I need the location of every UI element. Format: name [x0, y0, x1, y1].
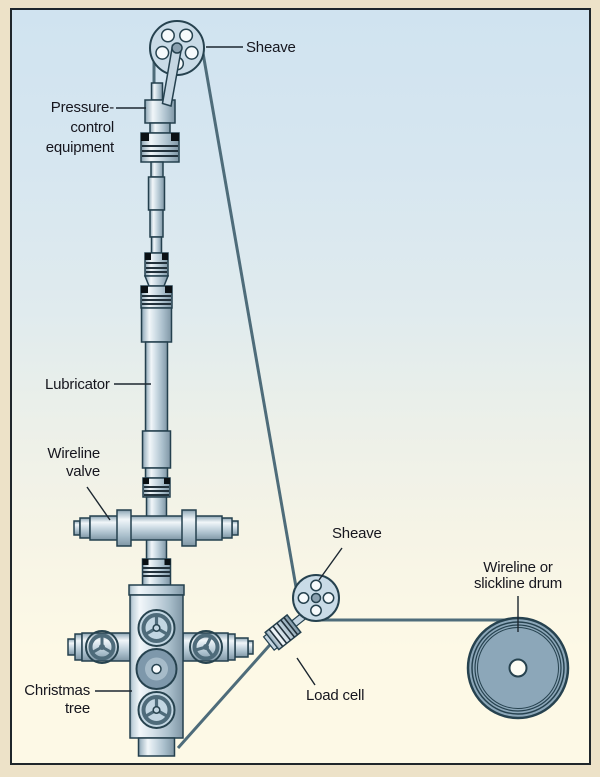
lubricator — [141, 341, 172, 498]
label-sheave-bottom: Sheave — [332, 525, 382, 542]
wire-diagonal — [201, 52, 298, 588]
master-valve-disc — [135, 648, 178, 690]
label-line: Wireline or — [483, 559, 553, 576]
pressure-control-equipment — [140, 82, 180, 163]
sheave-hub — [171, 42, 183, 54]
drum-hub — [508, 658, 528, 678]
label-wireline-valve: Wireline valve — [20, 445, 100, 481]
rope-socket — [150, 82, 164, 101]
wireline-valve — [73, 496, 239, 561]
valve-body — [89, 515, 223, 541]
tree-connection — [128, 558, 185, 596]
label-line: Christmas — [24, 682, 90, 699]
sheave-bottom-wheel — [292, 574, 340, 622]
riser-string — [140, 161, 173, 343]
label-christmas-tree: Christmas tree — [10, 682, 90, 718]
label-line: Pressure- — [50, 99, 114, 116]
label-line: valve — [65, 463, 100, 480]
label-line: Wireline — [47, 445, 100, 462]
label-line: control — [70, 119, 114, 136]
sheave-top-wheel — [149, 20, 205, 107]
valve-handwheel — [189, 630, 223, 664]
label-line: tree — [64, 700, 90, 717]
label-sheave-top: Sheave — [246, 39, 296, 56]
label-load-cell: Load cell — [306, 687, 365, 704]
label-line: equipment — [45, 139, 114, 156]
valve-flange — [181, 509, 197, 547]
valve-handwheel — [137, 691, 176, 729]
valve-flange — [116, 509, 132, 547]
christmas-tree — [67, 594, 254, 757]
valve-handwheel — [85, 630, 119, 664]
pce-neck — [149, 122, 171, 134]
lubricator-tube — [144, 341, 169, 432]
label-lubricator: Lubricator — [45, 376, 110, 393]
wireline-drum — [466, 616, 570, 720]
label-drum: Wireline or slickline drum — [445, 560, 591, 592]
wire-anchor — [176, 637, 278, 749]
label-pressure-control: Pressure- control equipment — [18, 98, 114, 158]
sheave-hub — [310, 592, 322, 604]
leader-lines — [86, 46, 519, 692]
tree-pedestal — [137, 737, 176, 757]
label-line: slickline drum — [473, 575, 563, 592]
valve-handwheel — [137, 609, 176, 647]
tree-top-flange — [128, 584, 185, 596]
